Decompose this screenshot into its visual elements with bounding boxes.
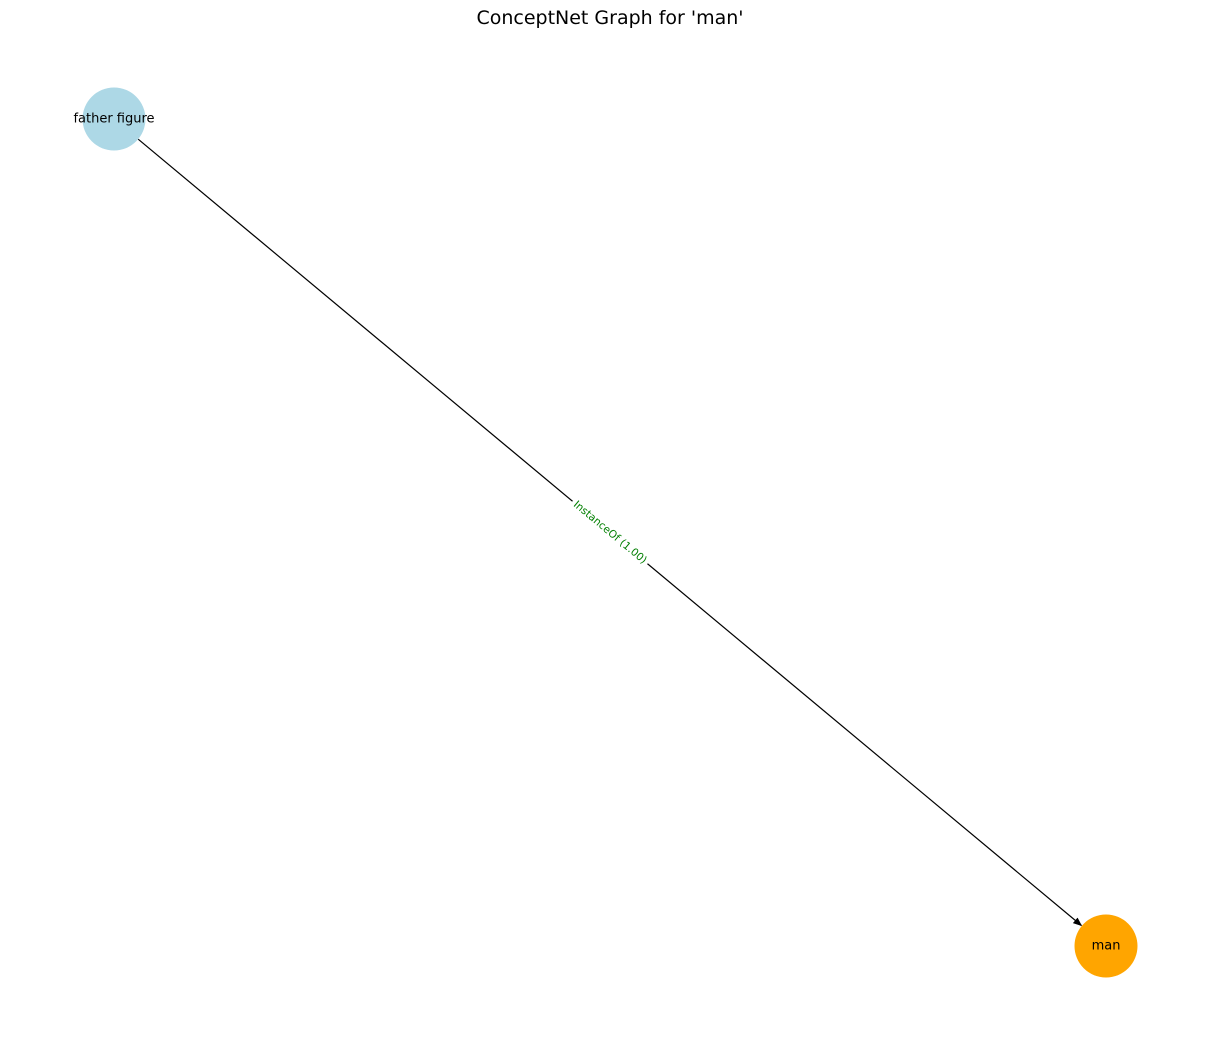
node-label: father figure [73,112,154,127]
node-father-figure[interactable]: father figure [73,87,155,151]
node-circle [82,87,146,151]
node-man[interactable]: man [1074,914,1138,978]
node-label: man [1092,939,1121,954]
graph-title: ConceptNet Graph for 'man' [476,7,744,29]
edge-father-figure-to-man: InstanceOf (1.00) [137,138,1083,927]
edge-label-background [568,495,652,570]
node-circle [1074,914,1138,978]
edge-label-group: InstanceOf (1.00) [568,495,652,570]
edge-label: InstanceOf (1.00) [571,499,649,567]
